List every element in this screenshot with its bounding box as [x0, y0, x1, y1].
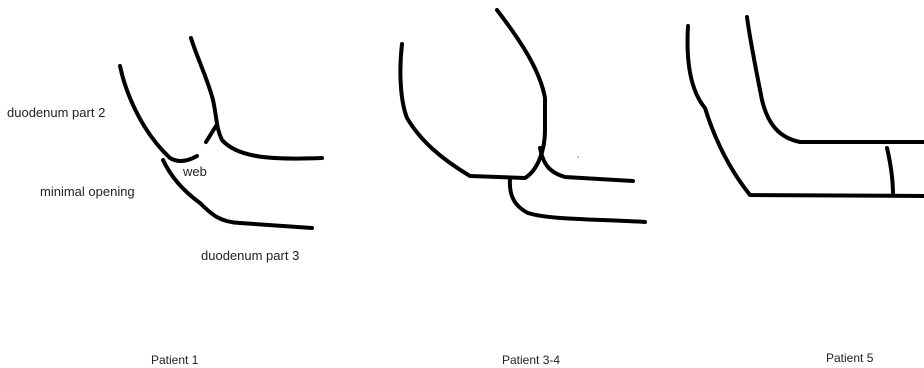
outer-bend-curve	[400, 10, 545, 178]
lower-exit-wall	[510, 178, 645, 222]
outer-wall-curve	[120, 66, 197, 161]
inner-wall-curve	[191, 38, 322, 159]
web-segment	[206, 126, 216, 142]
panel-patient-1-drawing	[120, 38, 322, 228]
label-web: web	[183, 164, 207, 179]
label-minimal-opening: minimal opening	[40, 184, 135, 199]
outer-wall-curve	[688, 26, 924, 196]
label-duodenum-part-2: duodenum part 2	[7, 105, 105, 120]
speck	[577, 156, 579, 158]
obstruction-line	[887, 148, 893, 195]
inner-wall-curve	[747, 17, 924, 142]
caption-patient-1: Patient 1	[151, 353, 198, 367]
panel-patient-5-drawing	[688, 17, 924, 196]
caption-patient-5: Patient 5	[826, 351, 873, 365]
upper-exit-wall	[540, 148, 633, 181]
caption-patient-3-4: Patient 3-4	[502, 353, 560, 367]
label-duodenum-part-3: duodenum part 3	[201, 248, 299, 263]
panel-patient-3-4-drawing	[400, 10, 645, 222]
